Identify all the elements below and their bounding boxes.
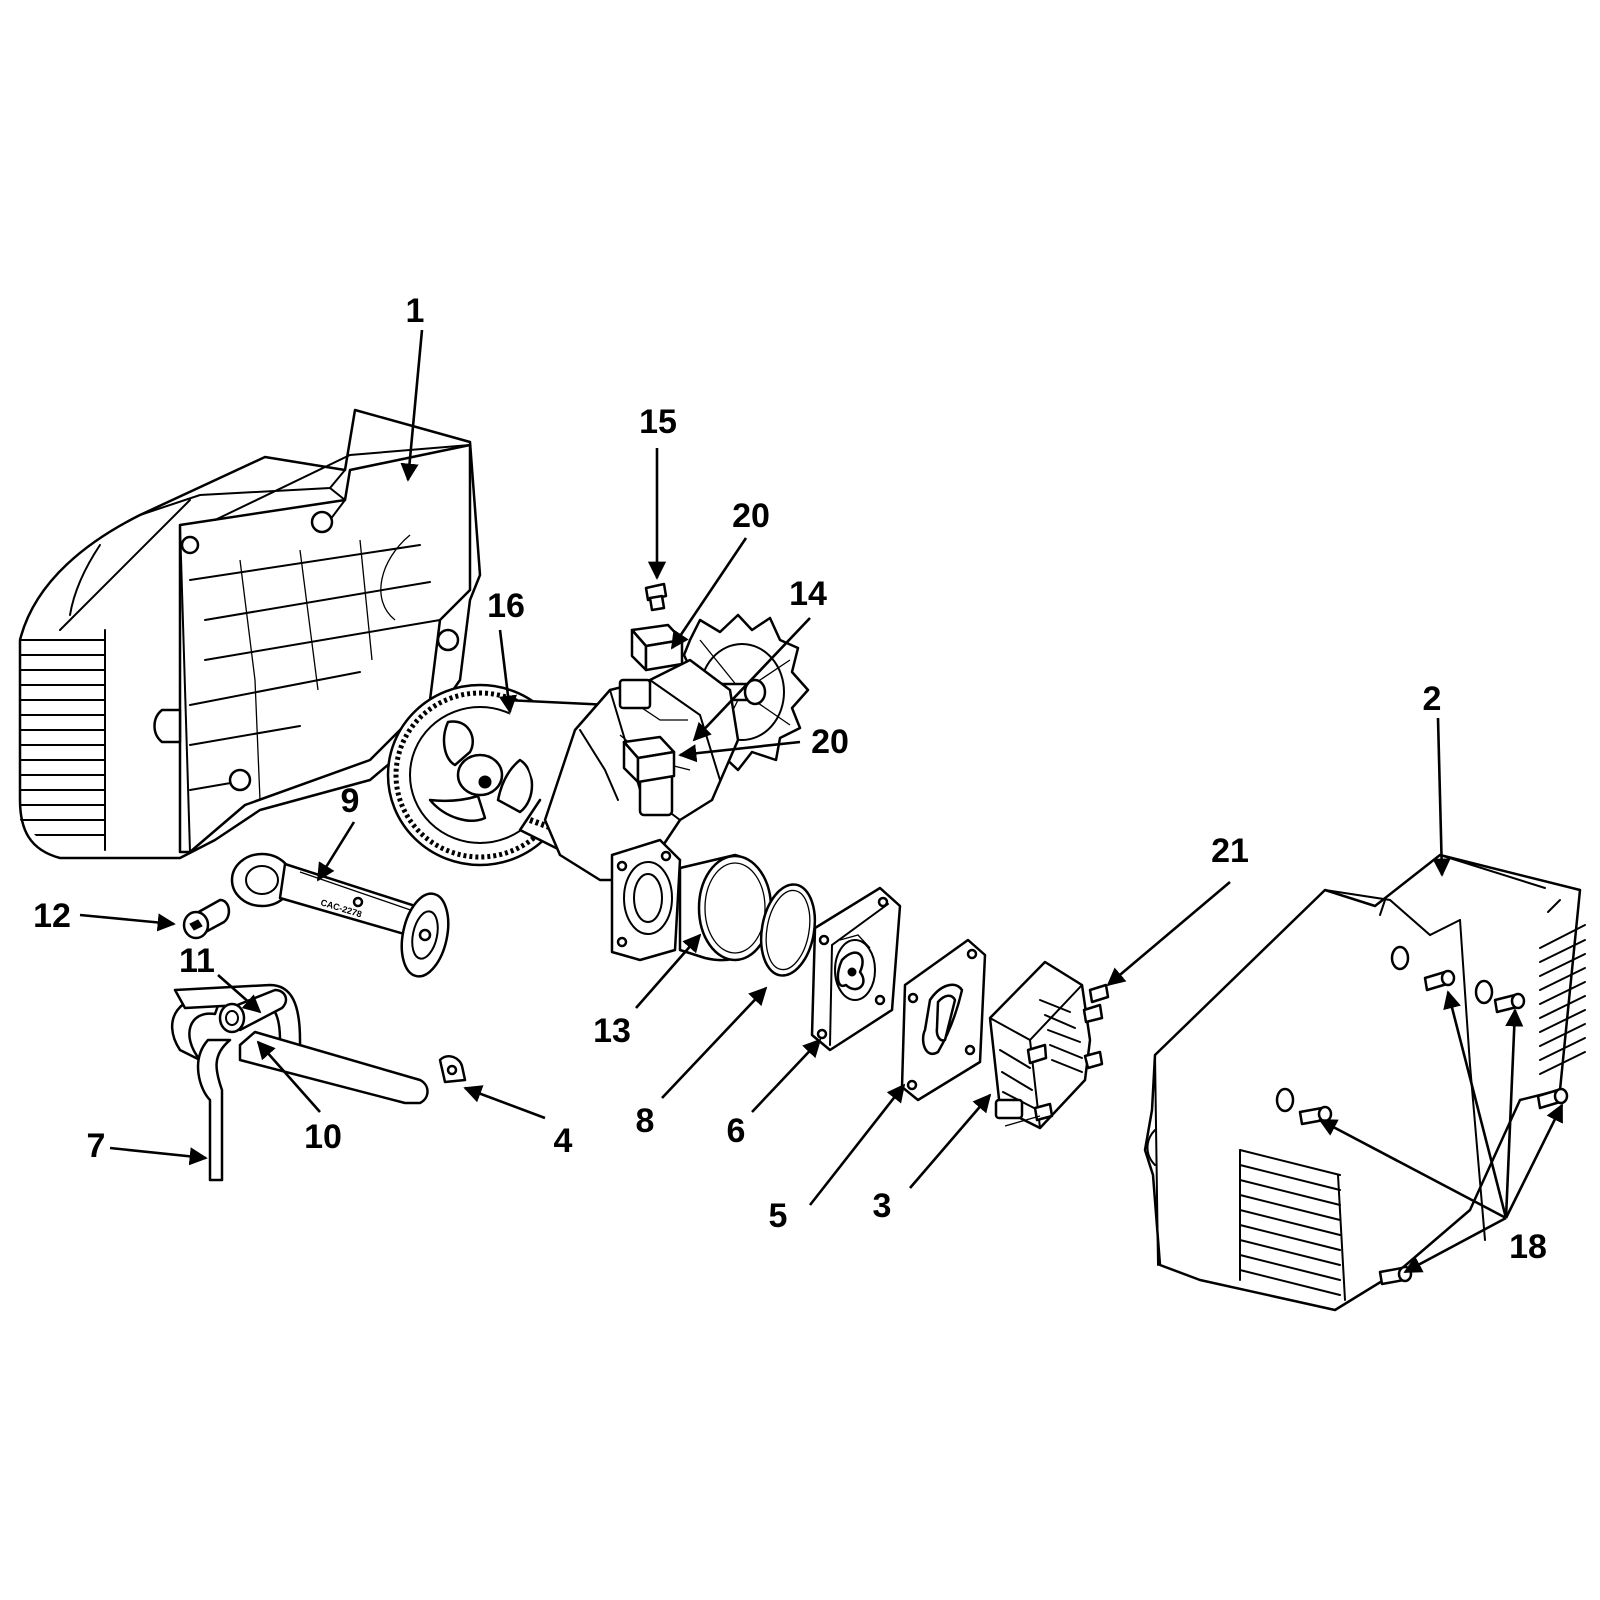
callout-8: 8 [636,1102,655,1140]
callout-12: 12 [33,897,71,935]
head-gasket-5 [900,938,987,1102]
leader-8 [661,986,768,1099]
shroud-screws-18 [1298,969,1569,1286]
connecting-rod-9: CAC-2278 [230,852,450,978]
leader-13 [635,933,702,1009]
leader-lines [79,329,1564,1274]
leader-11 [217,974,262,1014]
left-shroud [18,408,482,860]
callout-3: 3 [873,1187,892,1225]
callout-13: 13 [593,1012,631,1050]
head-bolt-21 [1088,983,1110,1004]
callout-21: 21 [1211,832,1249,870]
leader-5 [808,1083,906,1206]
leader-7 [109,1146,208,1166]
leader-6 [751,1038,822,1113]
callout-6: 6 [727,1112,746,1150]
callout-20-lower: 20 [811,723,849,761]
leader-3 [909,1093,992,1189]
leader-18d [1504,1103,1564,1219]
leader-16 [498,629,518,714]
callout-14: 14 [789,575,827,613]
leader-21 [1106,881,1231,987]
callout-1: 1 [406,292,425,330]
screw-15 [644,582,668,612]
cylinder-sleeve [678,853,773,962]
callout-labels: 1 2 3 4 5 6 7 8 9 10 11 12 13 14 15 16 1… [33,292,1547,1266]
callout-18: 18 [1509,1228,1547,1266]
washer-4 [438,1055,467,1084]
leader-18e [1403,1216,1507,1274]
right-shroud [1143,853,1586,1312]
leader-18b [1443,990,1508,1219]
leader-20b [678,740,801,763]
callout-10: 10 [304,1118,342,1156]
leader-9 [316,821,356,882]
callout-9: 9 [341,782,360,820]
callout-20-upper: 20 [732,497,770,535]
leader-10 [256,1040,321,1113]
motor-brush-lower [622,735,676,784]
callout-7: 7 [87,1127,106,1165]
leader-4 [463,1085,546,1120]
callout-11: 11 [179,942,215,980]
callout-15: 15 [639,403,677,441]
leader-2 [1432,717,1451,877]
motor-brush-upper [630,623,684,672]
cylinder-head-3 [988,960,1104,1130]
leader-12 [79,913,176,932]
callout-5: 5 [769,1197,788,1235]
callout-2: 2 [1423,680,1442,718]
callout-16: 16 [487,587,525,625]
outlet-tube-assembly [170,983,429,1182]
leader-14 [692,617,811,742]
leader-20a [670,537,748,650]
leader-1 [400,329,424,482]
leader-18c [1504,1008,1524,1219]
callout-4: 4 [554,1122,573,1160]
valve-plate-6 [810,886,902,1052]
wrist-pin-12 [182,898,231,940]
leader-18a [1318,1118,1507,1220]
